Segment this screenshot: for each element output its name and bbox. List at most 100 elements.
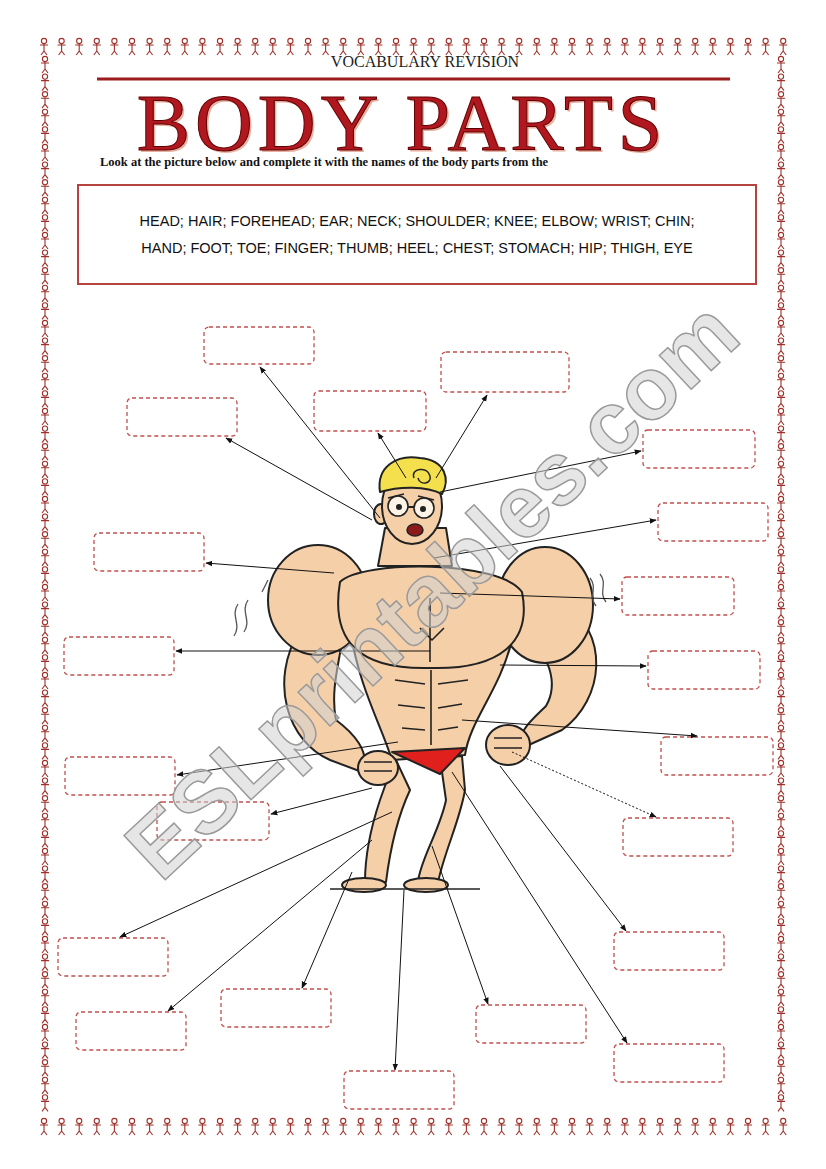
icon-body	[777, 484, 785, 495]
icon-body	[777, 537, 785, 548]
icon-head	[778, 778, 783, 783]
icon-body	[777, 1012, 785, 1023]
icon-head	[778, 1077, 783, 1082]
answer-box	[441, 352, 569, 392]
person-icon	[691, 1118, 699, 1135]
person-icon	[286, 38, 294, 55]
icon-body	[41, 660, 49, 671]
icon-body	[181, 1124, 189, 1135]
icon-body	[744, 1124, 752, 1135]
icon-head	[778, 92, 783, 97]
person-icon	[777, 1024, 785, 1041]
icon-head	[42, 584, 47, 589]
icon-body	[41, 168, 49, 179]
person-icon	[41, 743, 49, 760]
icon-body	[691, 1124, 699, 1135]
icon-head	[42, 1060, 47, 1065]
icon-head	[94, 38, 99, 43]
person-icon	[777, 1077, 785, 1094]
person-icon	[41, 232, 49, 249]
icon-body	[638, 1124, 646, 1135]
icon-head	[778, 584, 783, 589]
icon-body	[674, 44, 682, 55]
icon-body	[777, 713, 785, 724]
icon-head	[235, 38, 240, 43]
person-icon	[777, 919, 785, 936]
icon-body	[762, 1124, 770, 1135]
answer-box	[204, 327, 314, 364]
icon-head	[464, 1118, 469, 1123]
icon-body	[41, 432, 49, 443]
icon-body	[779, 44, 787, 55]
icon-head	[675, 1118, 680, 1123]
icon-head	[778, 567, 783, 572]
icon-body	[515, 1124, 523, 1135]
icon-body	[638, 44, 646, 55]
eye	[397, 505, 401, 509]
icon-head	[182, 1118, 187, 1123]
person-icon	[41, 549, 49, 566]
icon-body	[777, 590, 785, 601]
person-icon	[41, 92, 49, 109]
leader-line	[512, 752, 656, 817]
icon-body	[41, 273, 49, 284]
icon-head	[778, 197, 783, 202]
icon-body	[339, 1124, 347, 1135]
icon-body	[744, 44, 752, 55]
icon-head	[622, 38, 627, 43]
yellow-hair	[380, 457, 446, 494]
icon-head	[778, 373, 783, 378]
answer-box	[622, 577, 734, 615]
icon-head	[534, 1118, 539, 1123]
icon-head	[42, 496, 47, 501]
answer-box	[76, 1012, 186, 1050]
icon-head	[778, 408, 783, 413]
icon-head	[42, 760, 47, 765]
icon-head	[778, 1024, 783, 1029]
icon-head	[778, 320, 783, 325]
person-icon	[41, 444, 49, 461]
person-icon	[41, 127, 49, 144]
person-icon	[777, 162, 785, 179]
icon-head	[778, 180, 783, 185]
icon-head	[253, 38, 258, 43]
person-icon	[58, 1118, 66, 1135]
icon-body	[709, 44, 717, 55]
person-icon	[533, 1118, 541, 1135]
person-icon	[777, 408, 785, 425]
person-icon	[304, 38, 312, 55]
icon-body	[533, 1124, 541, 1135]
person-icon	[216, 38, 224, 55]
icon-body	[41, 520, 49, 531]
icon-body	[41, 1012, 49, 1023]
person-icon	[41, 708, 49, 725]
person-icon	[777, 796, 785, 813]
person-icon	[286, 1118, 294, 1135]
icon-body	[41, 713, 49, 724]
leader-line	[462, 720, 697, 736]
person-icon	[777, 831, 785, 848]
person-icon	[621, 1118, 629, 1135]
person-icon	[777, 268, 785, 285]
icon-body	[304, 1124, 312, 1135]
icon-head	[622, 1118, 627, 1123]
icon-body	[234, 44, 242, 55]
person-icon	[41, 1077, 49, 1094]
icon-head	[77, 1118, 82, 1123]
icon-head	[587, 38, 592, 43]
icon-head	[42, 391, 47, 396]
icon-body	[75, 1124, 83, 1135]
icon-head	[710, 1118, 715, 1123]
icon-head	[42, 848, 47, 853]
person-icon	[41, 56, 49, 73]
leader-line	[432, 846, 488, 1004]
right-fingers	[494, 738, 522, 748]
icon-body	[41, 907, 49, 918]
answer-box	[658, 503, 768, 541]
person-icon	[322, 38, 330, 55]
icon-body	[777, 1048, 785, 1059]
person-icon	[128, 1118, 136, 1135]
icon-body	[726, 1124, 734, 1135]
leader-line	[500, 766, 626, 931]
leader-line	[436, 395, 487, 478]
